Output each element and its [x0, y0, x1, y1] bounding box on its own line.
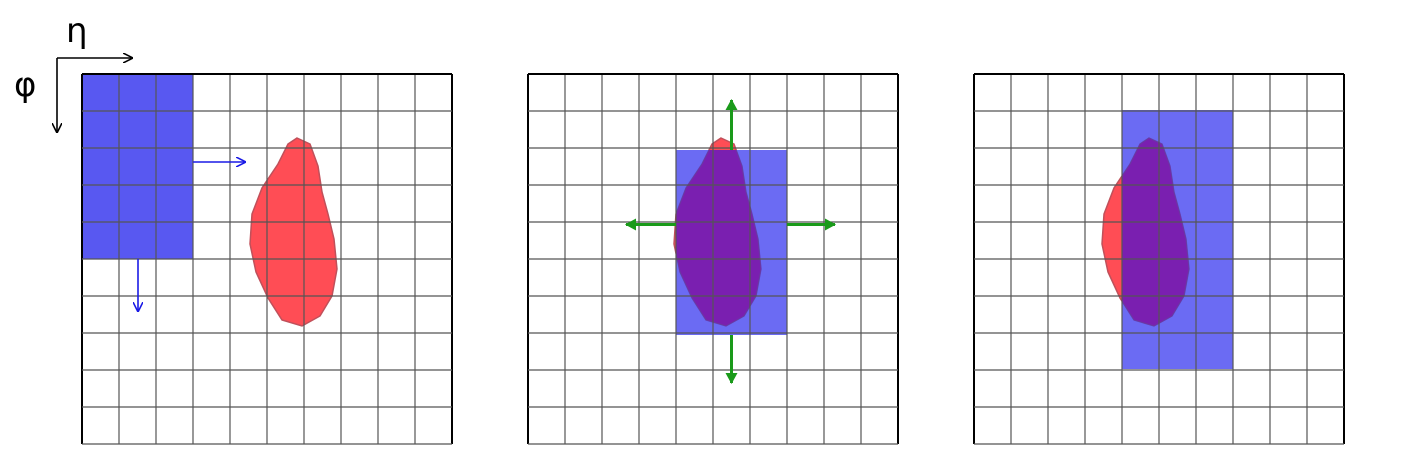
panels: [81, 73, 1345, 445]
axis-indicator: η φ: [14, 11, 132, 132]
grid: [81, 73, 453, 445]
sliding-window: [82, 74, 193, 259]
panel-expanding: [527, 73, 899, 445]
panel-sliding: [81, 73, 453, 445]
panel-final: [973, 73, 1345, 445]
grid: [527, 73, 899, 445]
cluster-overlap: [676, 150, 762, 327]
cluster-blob: [249, 137, 338, 327]
phi-axis-label: φ: [14, 65, 36, 105]
grid: [973, 73, 1345, 445]
eta-axis-label: η: [66, 11, 88, 51]
